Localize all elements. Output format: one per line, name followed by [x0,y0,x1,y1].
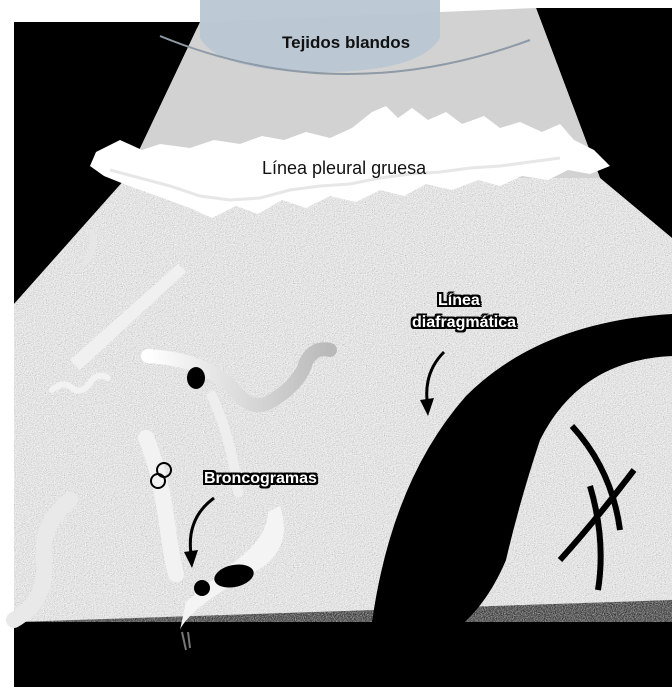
bronchogram-dot-1 [187,367,205,389]
label-diaphragm-line-1: Línea [438,292,480,310]
label-bronchograms: Broncogramas [204,470,317,488]
label-diaphragm-line-2: diafragmática [412,314,516,332]
bronchogram-dot-3 [194,580,210,596]
label-soft-tissue: Tejidos blandos [282,33,410,53]
lung-parenchyma [0,160,672,640]
label-pleural-line: Línea pleural gruesa [262,158,426,179]
